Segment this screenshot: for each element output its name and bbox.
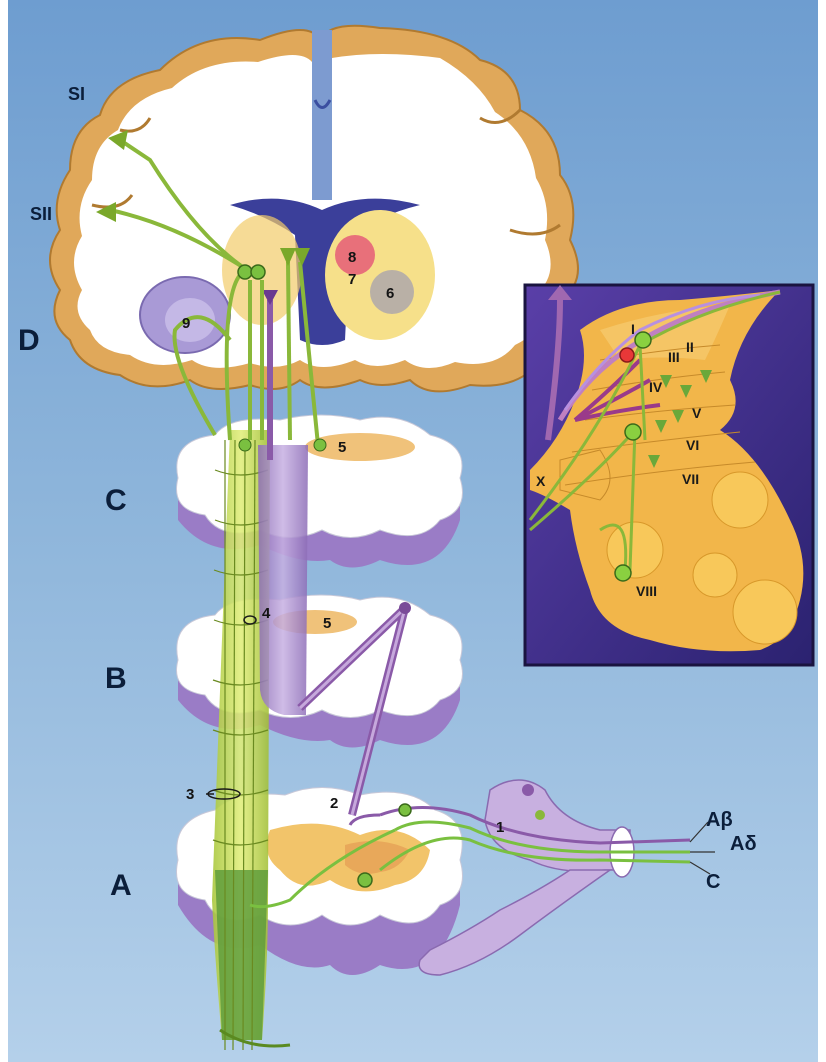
label-5-upper: 5: [338, 439, 346, 456]
label-level-c: C: [105, 484, 127, 517]
label-level-a: A: [110, 869, 132, 902]
label-2: 2: [330, 795, 338, 812]
lamina-label: V: [692, 405, 702, 421]
lamina-label: X: [536, 473, 546, 489]
label-s2: SII: [30, 204, 52, 224]
label-5-lower: 5: [323, 615, 331, 632]
label-1: 1: [496, 819, 504, 836]
label-4: 4: [262, 605, 271, 622]
lamina-label: IV: [649, 379, 663, 395]
label-7: 7: [348, 271, 356, 288]
label-c-fiber: C: [706, 871, 720, 893]
brain-coronal-section: [50, 26, 578, 420]
label-6: 6: [386, 285, 394, 302]
label-3: 3: [186, 786, 194, 803]
lamina-label: VI: [686, 437, 699, 453]
lamina-label: I: [631, 321, 635, 337]
spinal-section-c: [177, 415, 463, 568]
label-s1: SI: [68, 84, 85, 104]
label-a-delta: Aδ: [730, 833, 757, 855]
label-a-beta: Aβ: [706, 809, 733, 831]
lamina-label: III: [668, 349, 680, 365]
lamina-label: II: [686, 339, 694, 355]
dorsal-horn-inset: [525, 285, 813, 665]
label-9: 9: [182, 315, 190, 332]
lamina-label: VIII: [636, 583, 657, 599]
label-8: 8: [348, 249, 356, 266]
label-level-d: D: [18, 324, 40, 357]
lamina-label: VII: [682, 471, 699, 487]
label-level-b: B: [105, 662, 127, 695]
